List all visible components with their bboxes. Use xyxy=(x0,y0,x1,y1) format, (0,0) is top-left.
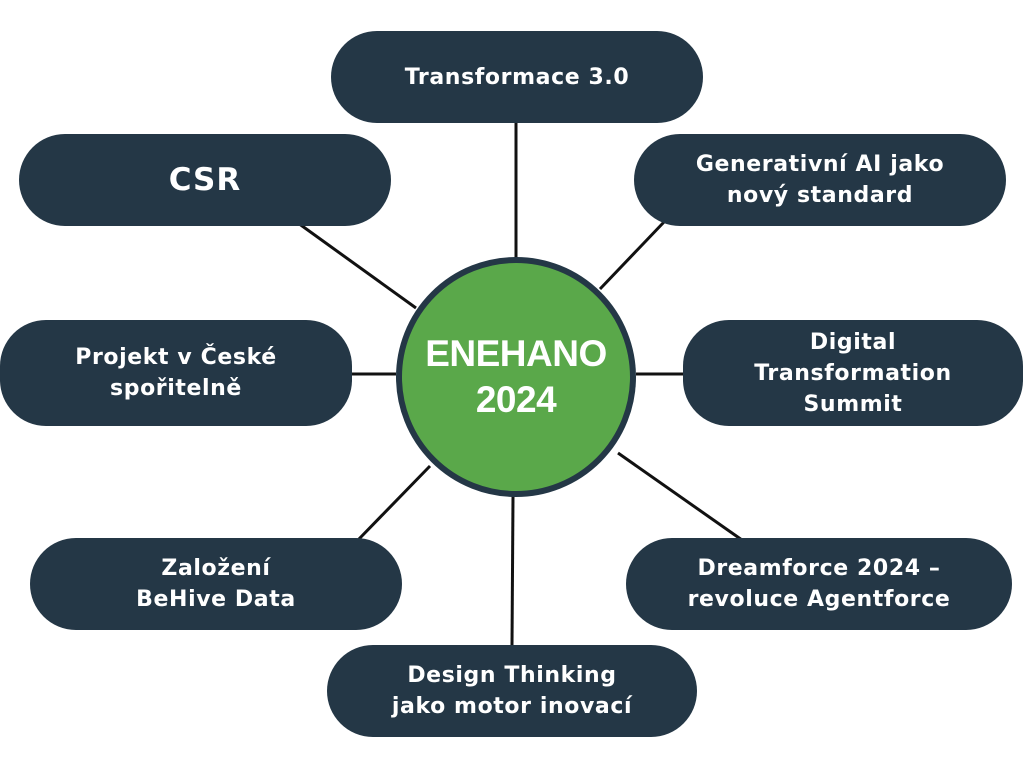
node-design-thinking: Design Thinking jako motor inovací xyxy=(327,645,697,737)
connector-zalozeni xyxy=(356,464,432,542)
node-csr: CSR xyxy=(19,134,391,226)
connector-design-thinking xyxy=(510,496,515,646)
connector-dreamforce xyxy=(617,451,743,542)
node-generativni-ai: Generativní AI jako nový standard xyxy=(634,134,1006,226)
node-dreamforce: Dreamforce 2024 – revoluce Agentforce xyxy=(626,538,1012,630)
node-projekt: Projekt v České spořitelně xyxy=(0,320,352,426)
connector-generativni-ai xyxy=(598,220,666,291)
node-transformace: Transformace 3.0 xyxy=(331,31,703,123)
node-digital-transformation: Digital Transformation Summit xyxy=(683,320,1023,426)
node-zalozeni: Založení BeHive Data xyxy=(30,538,402,630)
connector-csr xyxy=(297,221,417,310)
center-node-enehano: ENEHANO 2024 xyxy=(396,257,636,497)
